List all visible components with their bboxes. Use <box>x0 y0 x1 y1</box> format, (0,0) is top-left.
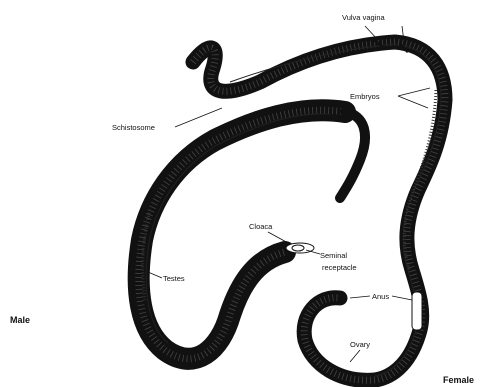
leader-testes <box>148 272 162 278</box>
leader-embryos <box>398 88 430 96</box>
male-worm-rings <box>139 110 345 359</box>
label-ovary: Ovary <box>350 340 370 349</box>
leader-anus-2 <box>392 296 412 300</box>
label-testes: Testes <box>163 274 185 283</box>
female-posterior-organ <box>412 292 422 330</box>
label-female: Female <box>443 375 474 385</box>
leader-lines <box>148 26 430 362</box>
label-seminal: Seminal <box>320 251 347 260</box>
label-anus: Anus <box>372 292 389 301</box>
label-embryos: Embryos <box>350 92 380 101</box>
label-cloaca: Cloaca <box>249 222 273 231</box>
leader-ovary <box>350 350 360 362</box>
label-male: Male <box>10 315 30 325</box>
leader-embryos-2 <box>398 96 428 108</box>
male-worm-outline <box>139 110 345 359</box>
leader-schistosome <box>175 108 222 127</box>
label-vulva-vagina: Vulva vagina <box>342 13 385 22</box>
leader-anus <box>350 296 370 298</box>
male-worm <box>139 110 365 359</box>
label-receptacle: receptacle <box>322 263 357 272</box>
leader-cloaca <box>268 232 290 244</box>
label-schistosome: Schistosome <box>112 123 155 132</box>
male-hook-end <box>340 112 365 198</box>
